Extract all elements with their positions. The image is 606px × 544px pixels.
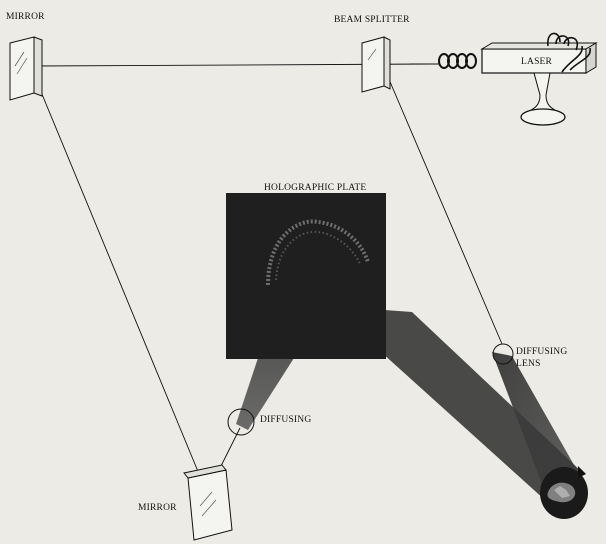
object-beam-to-plate <box>330 306 584 500</box>
laser-stand <box>523 72 563 115</box>
label-laser: LASER <box>521 57 553 67</box>
mirror-bottom <box>183 464 233 541</box>
lens-icon <box>227 408 255 436</box>
holographic-plate <box>226 193 386 359</box>
label-diffusing-lens-2: LENS <box>516 359 541 369</box>
beam-splitter-to-lens <box>384 69 503 345</box>
holographic-plate-icon <box>226 193 386 359</box>
beam-splitter-icon <box>361 36 385 93</box>
label-beam-splitter: BEAM SPLITTER <box>334 15 410 25</box>
label-diffusing-left: DIFFUSING <box>260 415 311 425</box>
mirror-icon <box>187 469 233 541</box>
label-mirror-bottom: MIRROR <box>138 503 177 513</box>
mirror-icon <box>9 36 35 101</box>
mirror-top <box>9 36 43 101</box>
beam-mirror-to-bottom-mirror <box>31 69 205 487</box>
label-holographic-plate: HOLOGRAPHIC PLATE <box>264 183 366 193</box>
cable-coil <box>438 53 477 69</box>
label-diffusing-lens-1: DIFFUSING <box>516 347 567 357</box>
object <box>540 466 588 519</box>
beam-splitter <box>361 36 391 93</box>
lens-icon <box>492 343 514 365</box>
label-mirror-top: MIRROR <box>6 12 45 22</box>
laser <box>410 32 598 126</box>
laser-coils <box>547 32 591 73</box>
reference-light-cone <box>236 358 294 430</box>
